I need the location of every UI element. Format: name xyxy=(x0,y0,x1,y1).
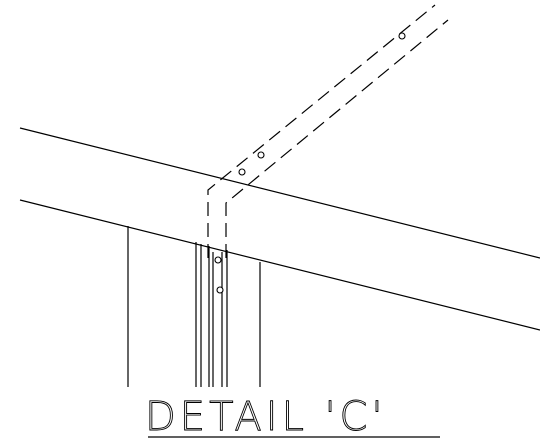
hidden-strap-inner xyxy=(225,19,449,258)
beam-bottom-edge xyxy=(19,199,540,331)
detail-title: DETAIL 'C' xyxy=(145,394,386,440)
fastener-hole-1 xyxy=(398,32,406,40)
fastener-hole-3 xyxy=(238,168,246,176)
fastener-hole-4 xyxy=(214,256,222,264)
fastener-hole-2 xyxy=(257,151,265,159)
fastener-hole-5 xyxy=(216,286,224,294)
beam-top-edge xyxy=(19,127,540,259)
hidden-strap-outer xyxy=(207,4,436,258)
